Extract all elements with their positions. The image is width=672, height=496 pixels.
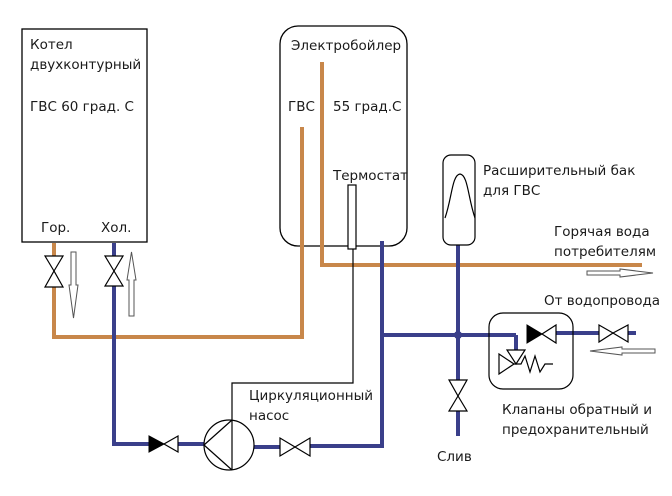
cold-pipe-to-check-valve xyxy=(112,285,150,446)
boiler-box xyxy=(21,28,148,243)
valve-group-label-line2: предохранительный xyxy=(502,422,649,438)
expansion-tank xyxy=(442,154,476,246)
drain-valve[interactable] xyxy=(447,379,469,412)
water-supply-label: От водопровода xyxy=(544,293,660,309)
hot-water-out-line1: Горячая вода xyxy=(554,224,650,240)
flow-arrow-down-icon xyxy=(68,251,79,319)
check-valve-pump-inlet[interactable] xyxy=(148,434,179,454)
flow-arrow-left-icon xyxy=(589,346,656,356)
check-valve-supply[interactable] xyxy=(526,323,557,345)
flow-arrow-up-icon xyxy=(126,251,137,317)
expansion-tank-label-line2: для ГВС xyxy=(483,183,540,199)
boiler-label-line1: Котел xyxy=(30,37,73,53)
water-heater-tank xyxy=(279,25,408,247)
thermostat-sensor xyxy=(347,184,357,250)
boiler-dhw-temp: ГВС 60 град. С xyxy=(30,99,134,115)
shutoff-valve-pump-outlet[interactable] xyxy=(279,436,311,458)
boiler-hot-outlet-label: Гор. xyxy=(41,220,70,236)
expansion-tank-label-line1: Расширительный бак xyxy=(483,163,635,179)
hot-pipe-to-water-heater xyxy=(52,127,304,339)
water-heater-title: Электробойлер xyxy=(291,38,401,54)
junction-node xyxy=(454,331,462,339)
pump-label-line2: насос xyxy=(249,408,289,424)
valve-group-box xyxy=(488,312,574,390)
boiler-label-line2: двухконтурный xyxy=(30,57,141,73)
shutoff-valve-supply[interactable] xyxy=(598,323,629,344)
shutoff-valve-hot[interactable] xyxy=(43,255,65,288)
shutoff-valve-cold[interactable] xyxy=(103,255,125,287)
circulation-pump-icon[interactable] xyxy=(203,419,255,471)
thermostat-control-wire xyxy=(231,249,354,420)
drain-label: Слив xyxy=(437,449,472,465)
valve-group-label-line1: Клапаны обратный и xyxy=(502,402,652,418)
recirc-pipe-to-heater xyxy=(309,241,384,448)
water-heater-dhw-label: ГВС xyxy=(288,99,315,115)
water-heater-temperature: 55 град.С xyxy=(333,99,401,115)
safety-valve[interactable] xyxy=(498,349,553,376)
pump-label-line1: Циркуляционный xyxy=(249,388,373,404)
hot-water-out-line2: потребителям xyxy=(554,244,656,260)
thermostat-label: Термостат xyxy=(332,168,408,184)
hot-pipe-to-consumers xyxy=(320,62,642,267)
boiler-cold-inlet-label: Хол. xyxy=(101,220,131,236)
flow-arrow-right-icon xyxy=(586,268,654,278)
